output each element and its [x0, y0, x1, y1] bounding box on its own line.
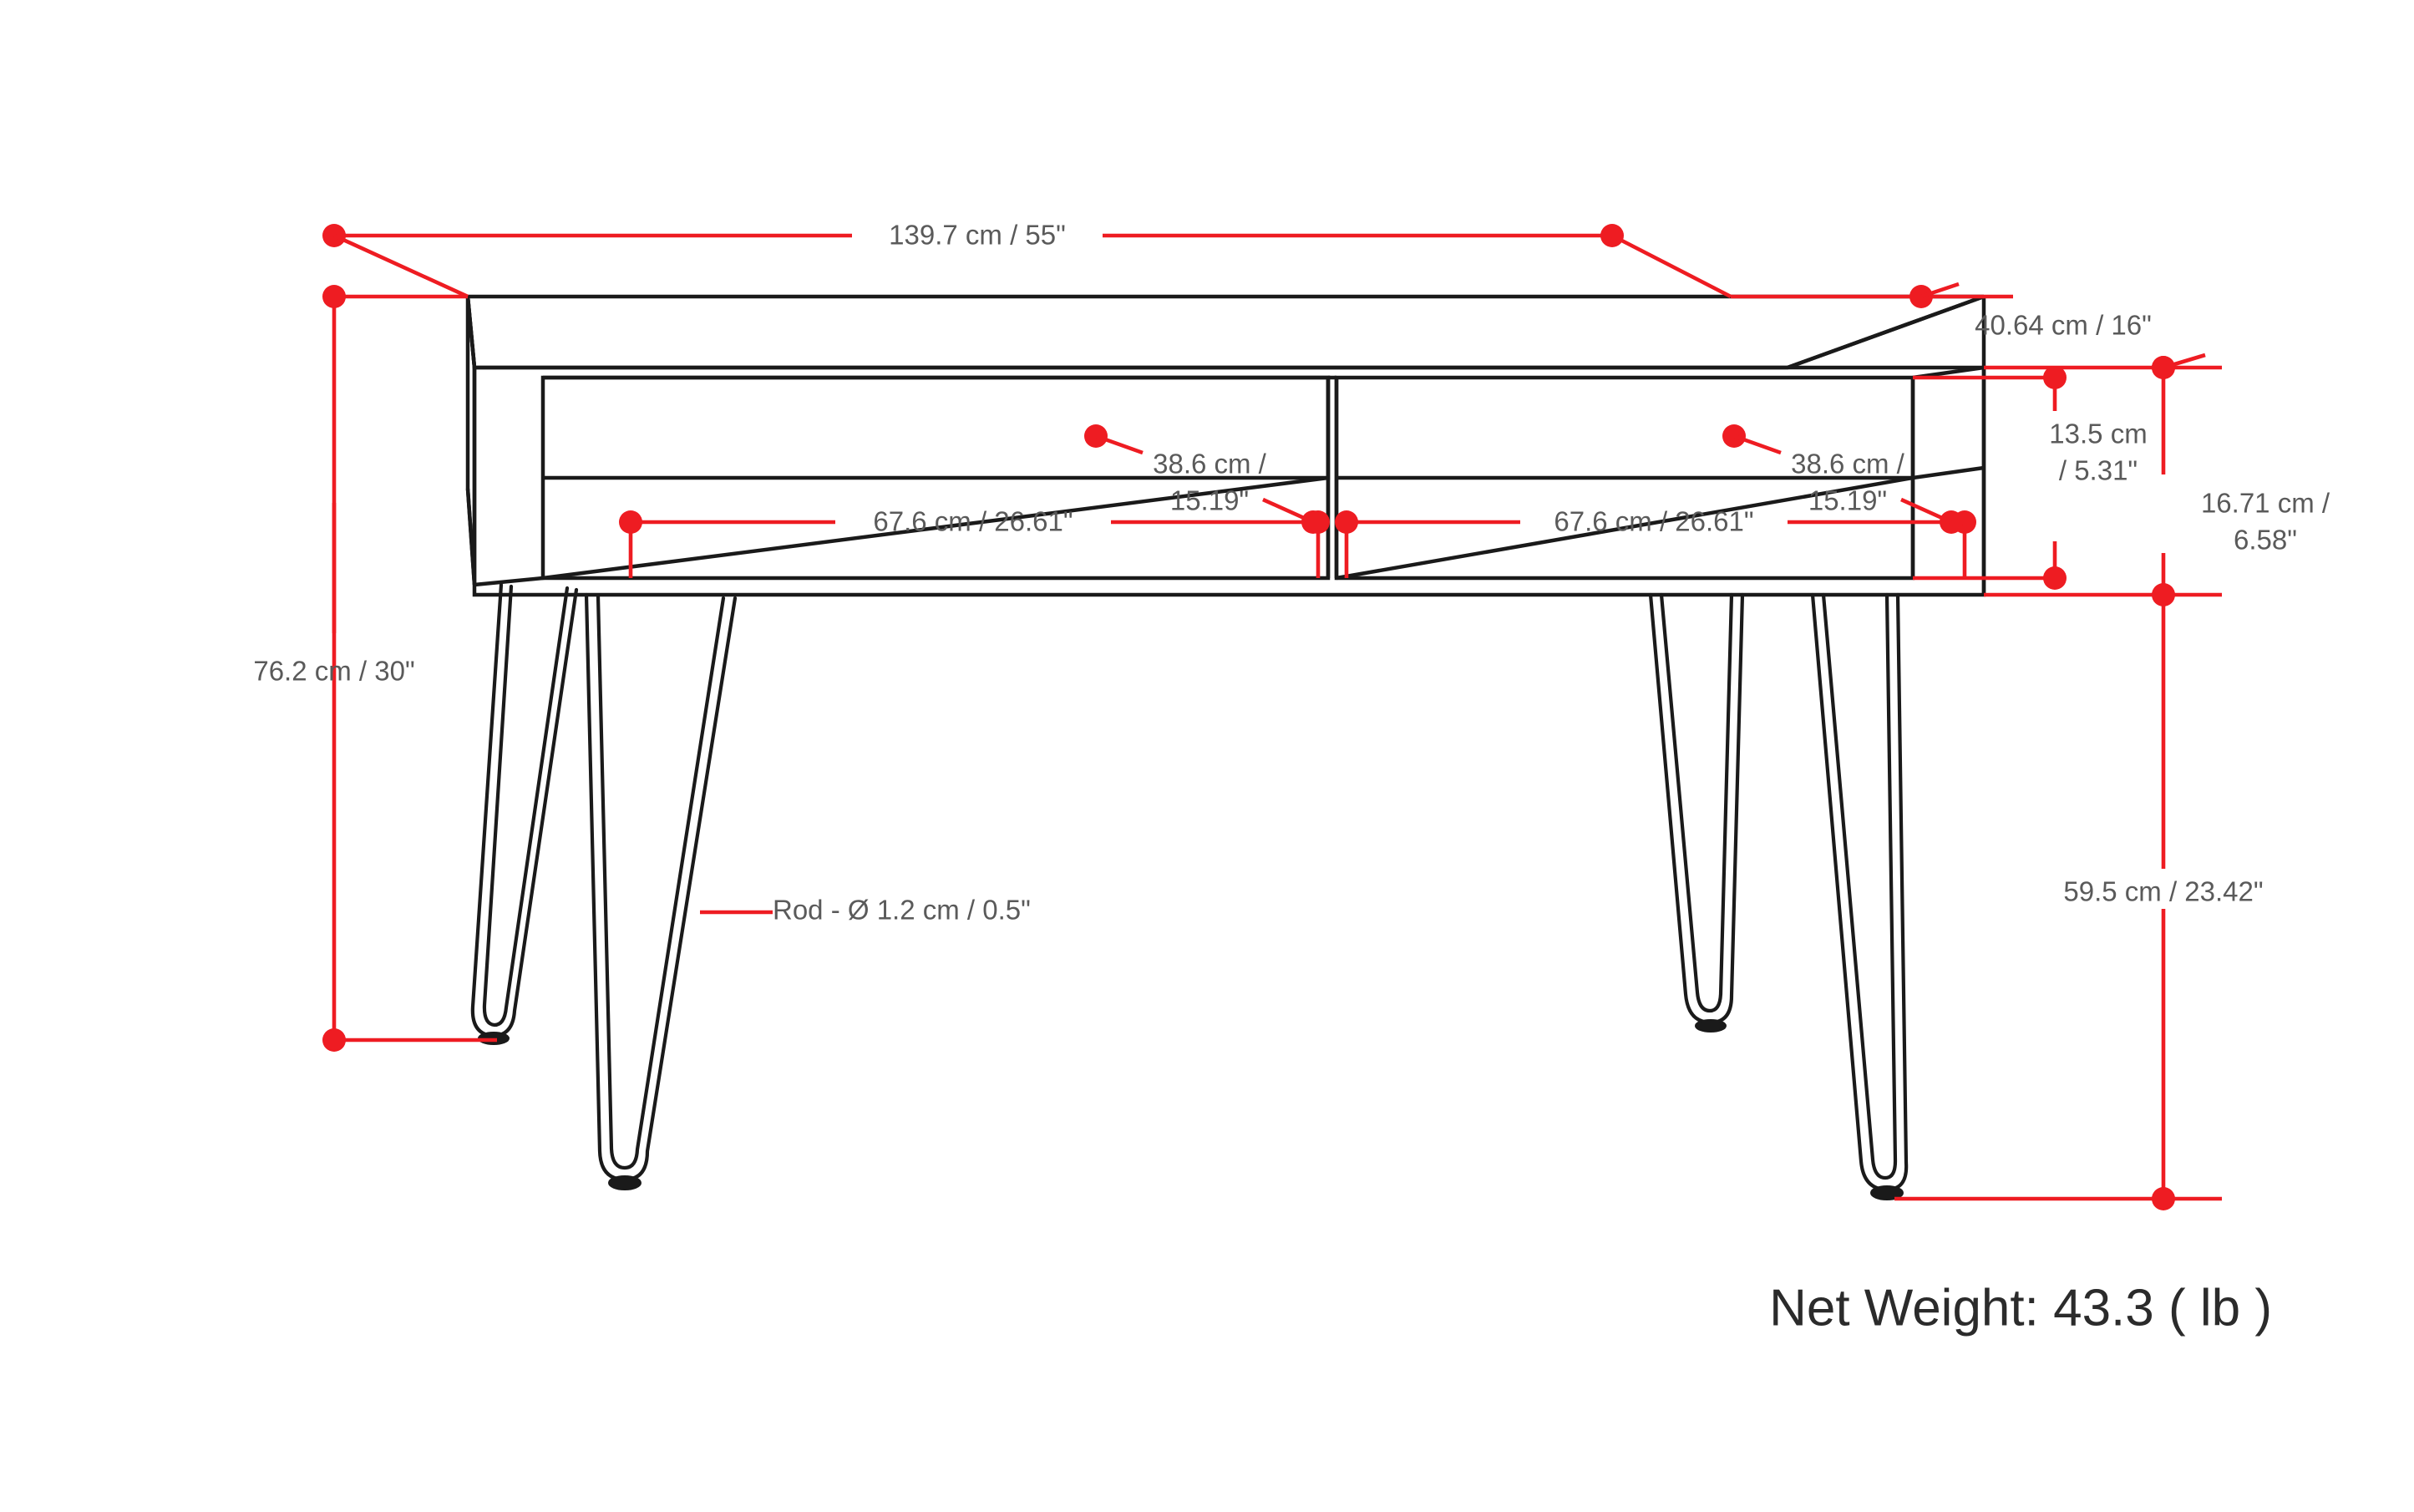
right-shelf-width-label: 67.6 cm / 26.61": [1554, 506, 1753, 537]
right-cubby-right-wall-bottom-diagonal: [1912, 465, 1985, 480]
leg-front-left-rod-inner: [596, 594, 726, 1170]
apron-height-label-line2: 6.58": [2234, 525, 2297, 556]
overall-height-label: 76.2 cm / 30": [253, 656, 414, 687]
overall-width-right-leader: [1610, 233, 1732, 299]
desk-top-left-inner-edge: [465, 296, 477, 368]
dimension-right-shelf-depth: 38.6 cm / 15.19": [1722, 424, 1963, 534]
apron-height-label-line1: 16.71 cm /: [2201, 488, 2330, 519]
leg-front-right-rod-inner: [1821, 592, 1898, 1180]
leg-front-right: [1810, 592, 1909, 1200]
leg-front-right-foot: [1870, 1185, 1904, 1200]
leg-height-bottom-dot: [2152, 1187, 2175, 1210]
net-weight-label: Net Weight: 43.3 ( lb ): [1769, 1279, 2272, 1337]
dimension-shelf-height: 13.5 cm / 5.31": [1913, 366, 2148, 590]
shelf-height-label-line1: 13.5 cm: [2049, 419, 2147, 449]
dimension-overall-depth: 40.64 cm / 16": [1731, 282, 2222, 379]
leg-back-right-rod-inner: [1659, 592, 1734, 1013]
leg-height-label: 59.5 cm / 23.42": [2063, 876, 2263, 907]
rod-diameter-label: Rod - Ø 1.2 cm / 0.5": [773, 895, 1031, 926]
dimension-leg-height: 59.5 cm / 23.42": [1894, 595, 2264, 1210]
leg-back-left: [470, 582, 579, 1045]
dimension-overall-height: 76.2 cm / 30": [253, 285, 497, 1052]
hairpin-legs: [470, 582, 1909, 1200]
leg-back-left-rod-inner: [482, 584, 570, 1027]
desk-top-surface: [465, 294, 1985, 370]
overall-depth-upper-tick: [1920, 282, 1960, 299]
overall-height-bottom-dot: [322, 1028, 346, 1052]
leg-front-left-foot: [608, 1175, 642, 1190]
leg-front-left: [584, 592, 738, 1190]
right-cubby-floor-diagonal: [1336, 475, 1914, 581]
desk-top-back-right-diagonal: [1787, 294, 1985, 370]
dimension-left-shelf-depth: 38.6 cm / 15.19": [1084, 424, 1325, 534]
overall-width-label: 139.7 cm / 55": [889, 220, 1066, 251]
right-shelf-depth-top-leader: [1733, 434, 1782, 455]
dimension-left-shelf-width: 67.6 cm / 26.61": [619, 506, 1330, 578]
dimension-right-shelf-width: 67.6 cm / 26.61": [1335, 506, 1976, 578]
desk-front-face: [472, 365, 1986, 597]
left-shelf-depth-label-line1: 38.6 cm /: [1153, 449, 1267, 479]
shelf-height-label-line2: / 5.31": [2059, 455, 2138, 486]
leg-back-right-foot: [1695, 1019, 1727, 1033]
callout-rod-diameter: Rod - Ø 1.2 cm / 0.5": [700, 895, 1031, 926]
right-shelf-depth-label-line2: 15.19": [1808, 485, 1887, 516]
right-shelf-depth-bottom-leader: [1900, 497, 1952, 525]
left-cubby-floor-diagonal: [542, 475, 1329, 581]
leg-back-right: [1648, 592, 1745, 1033]
left-shelf-depth-bottom-leader: [1262, 497, 1314, 525]
left-shelf-width-label: 67.6 cm / 26.61": [873, 506, 1073, 537]
overall-width-left-leader: [333, 233, 469, 299]
dimension-overall-width: 139.7 cm / 55": [322, 220, 1732, 299]
right-shelf-depth-label-line1: 38.6 cm /: [1791, 449, 1905, 479]
left-shelf-depth-top-leader: [1095, 434, 1144, 455]
left-shelf-depth-label-line2: 15.19": [1170, 485, 1249, 516]
overall-height-top-dot: [322, 285, 346, 308]
left-cubby-left-wall-diagonal: [474, 576, 544, 587]
overall-depth-label: 40.64 cm / 16": [1975, 310, 2152, 341]
dimension-apron-height: 16.71 cm / 6.58": [1984, 356, 2330, 606]
